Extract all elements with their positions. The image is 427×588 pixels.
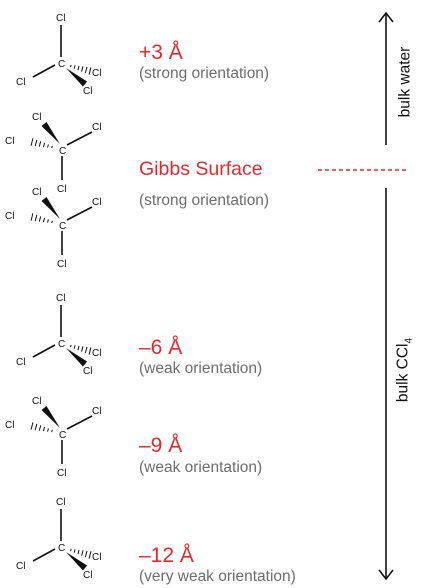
chlorine-atom: Cl xyxy=(92,122,101,133)
chlorine-atom: Cl xyxy=(32,112,41,123)
chlorine-atom: Cl xyxy=(5,420,14,431)
chlorine-atom: Cl xyxy=(92,552,101,563)
bond-line xyxy=(66,415,93,430)
wedge-bond xyxy=(66,348,88,367)
hashed-bond xyxy=(30,138,53,149)
chlorine-atom: Cl xyxy=(5,136,14,147)
subscript-4: 4 xyxy=(403,337,415,344)
chlorine-atom: Cl xyxy=(56,293,65,304)
bond-line xyxy=(32,344,56,358)
carbon-atom: C xyxy=(58,59,65,70)
hashed-bond xyxy=(70,344,92,355)
chlorine-atom: Cl xyxy=(56,497,65,508)
depth-axis xyxy=(318,11,408,581)
wedge-bond xyxy=(66,68,88,87)
hashed-bond xyxy=(70,64,92,75)
bulk-ccl4-label: bulk CCl4 xyxy=(394,337,415,403)
chlorine-atom: Cl xyxy=(56,13,65,24)
arrow-up-icon xyxy=(378,11,394,23)
chlorine-atom: Cl xyxy=(57,259,66,270)
bond-line xyxy=(66,131,93,146)
depth-label-1: +3 Å xyxy=(139,41,183,64)
carbon-atom: C xyxy=(58,543,65,554)
chlorine-atom: Cl xyxy=(83,366,92,377)
wedge-bond xyxy=(41,122,60,144)
depth-label-4: –9 Å xyxy=(139,434,183,457)
orientation-note-2: (strong orientation) xyxy=(139,192,270,209)
carbon-atom: C xyxy=(59,146,66,157)
wedge-bond xyxy=(41,406,60,428)
hashed-bond xyxy=(30,213,53,224)
wedge-bond xyxy=(41,197,60,219)
depth-label-5: –12 Å xyxy=(139,544,194,567)
chlorine-atom: Cl xyxy=(83,86,92,97)
gibbs-surface-label: Gibbs Surface xyxy=(139,158,263,180)
bond-line xyxy=(32,64,56,78)
chlorine-atom: Cl xyxy=(5,211,14,222)
bond-line xyxy=(66,206,93,221)
chlorine-atom: Cl xyxy=(83,570,92,581)
chlorine-atom: Cl xyxy=(16,561,25,572)
molecule-column: CClClClClCClClClClCClClClClCClClClClCClC… xyxy=(5,13,101,581)
orientation-note-1: (strong orientation) xyxy=(139,65,270,82)
hashed-bond xyxy=(70,548,92,559)
chlorine-atom: Cl xyxy=(32,187,41,198)
chlorine-atom: Cl xyxy=(16,77,25,88)
chlorine-atom: Cl xyxy=(16,357,25,368)
chlorine-atom: Cl xyxy=(57,468,66,479)
chlorine-atom: Cl xyxy=(32,396,41,407)
chlorine-atom: Cl xyxy=(92,348,101,359)
chlorine-atom: Cl xyxy=(92,197,101,208)
chlorine-atom: Cl xyxy=(57,184,66,195)
carbon-atom: C xyxy=(58,339,65,350)
carbon-atom: C xyxy=(59,221,66,232)
arrow-down-icon xyxy=(378,569,394,581)
chlorine-atom: Cl xyxy=(92,68,101,79)
chlorine-atom: Cl xyxy=(92,406,101,417)
orientation-note-4: (weak orientation) xyxy=(139,459,263,476)
hashed-bond xyxy=(30,422,53,433)
wedge-bond xyxy=(66,552,88,571)
bulk-water-label: bulk water xyxy=(396,46,414,118)
carbon-atom: C xyxy=(59,430,66,441)
depth-label-3: –6 Å xyxy=(139,336,183,359)
orientation-note-3: (weak orientation) xyxy=(139,360,263,377)
orientation-note-5: (very weak orientation) xyxy=(139,568,296,585)
bond-line xyxy=(32,548,56,562)
